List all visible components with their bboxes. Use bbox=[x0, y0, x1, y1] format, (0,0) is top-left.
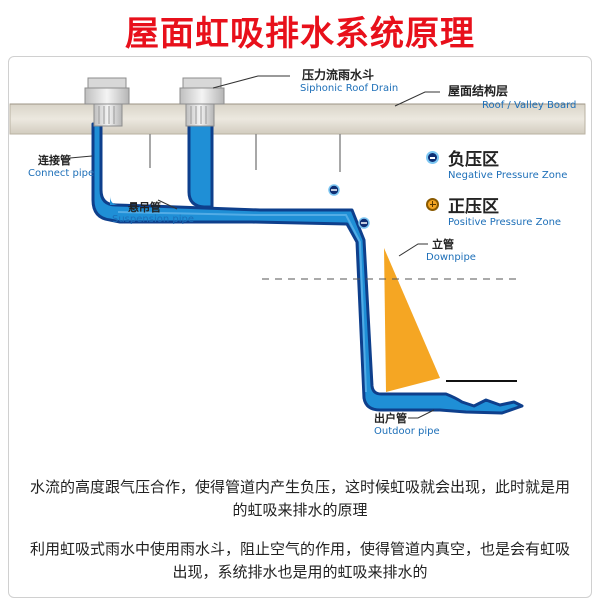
label-drain-cn: 压力流雨水斗 bbox=[302, 68, 375, 82]
leader-lines bbox=[69, 75, 440, 419]
negative-marker-2 bbox=[358, 217, 370, 229]
label-connect-en: Connect pipe bbox=[28, 168, 95, 179]
legend-positive-en: Positive Pressure Zone bbox=[448, 217, 562, 228]
label-downpipe-cn: 立管 bbox=[432, 238, 454, 251]
label-suspension-en: Suspension pipe bbox=[112, 214, 194, 225]
header: 屋面虹吸排水系统原理 bbox=[0, 0, 600, 56]
plus-icon bbox=[426, 198, 439, 211]
description-paragraph-1: 水流的高度跟气压合作，使得管道内产生负压，这时候虹吸就会出现，此时就是用的虹吸来… bbox=[29, 478, 570, 519]
pipe-hangers bbox=[149, 134, 341, 172]
connect-pipe-1-inner bbox=[110, 124, 140, 205]
legend-negative-en: Negative Pressure Zone bbox=[448, 170, 568, 181]
negative-marker-1 bbox=[328, 184, 340, 196]
pipe-system bbox=[91, 122, 524, 415]
label-roof-en: Roof / Valley Board bbox=[482, 100, 577, 111]
legend-negative-cn: 负压区 bbox=[448, 150, 499, 170]
roof-slab bbox=[9, 103, 586, 135]
label-drain-en: Siphonic Roof Drain bbox=[300, 83, 399, 94]
pipe-highlight bbox=[117, 211, 367, 393]
label-suspension-cn: 悬吊管 bbox=[128, 201, 161, 214]
page-title: 屋面虹吸排水系统原理 bbox=[125, 14, 475, 54]
legend-positive-cn: 正压区 bbox=[448, 197, 499, 217]
minus-icon bbox=[426, 151, 439, 164]
positive-pressure-zone bbox=[384, 248, 440, 392]
label-outdoor-cn: 出户管 bbox=[374, 412, 407, 425]
connect-pipe-2 bbox=[187, 122, 214, 209]
label-connect-cn: 连接管 bbox=[38, 154, 71, 167]
label-roof-cn: 屋面结构层 bbox=[448, 84, 509, 98]
label-downpipe-en: Downpipe bbox=[426, 252, 476, 263]
description-paragraph-2: 利用虹吸式雨水中使用雨水斗，阻止空气的作用，使得管道内真空，也是会有虹吸出现，系… bbox=[29, 540, 570, 581]
roof-drain-1 bbox=[84, 77, 130, 127]
roof-drain-2 bbox=[179, 77, 225, 127]
diagram-frame bbox=[8, 56, 592, 598]
label-outdoor-en: Outdoor pipe bbox=[374, 426, 440, 437]
